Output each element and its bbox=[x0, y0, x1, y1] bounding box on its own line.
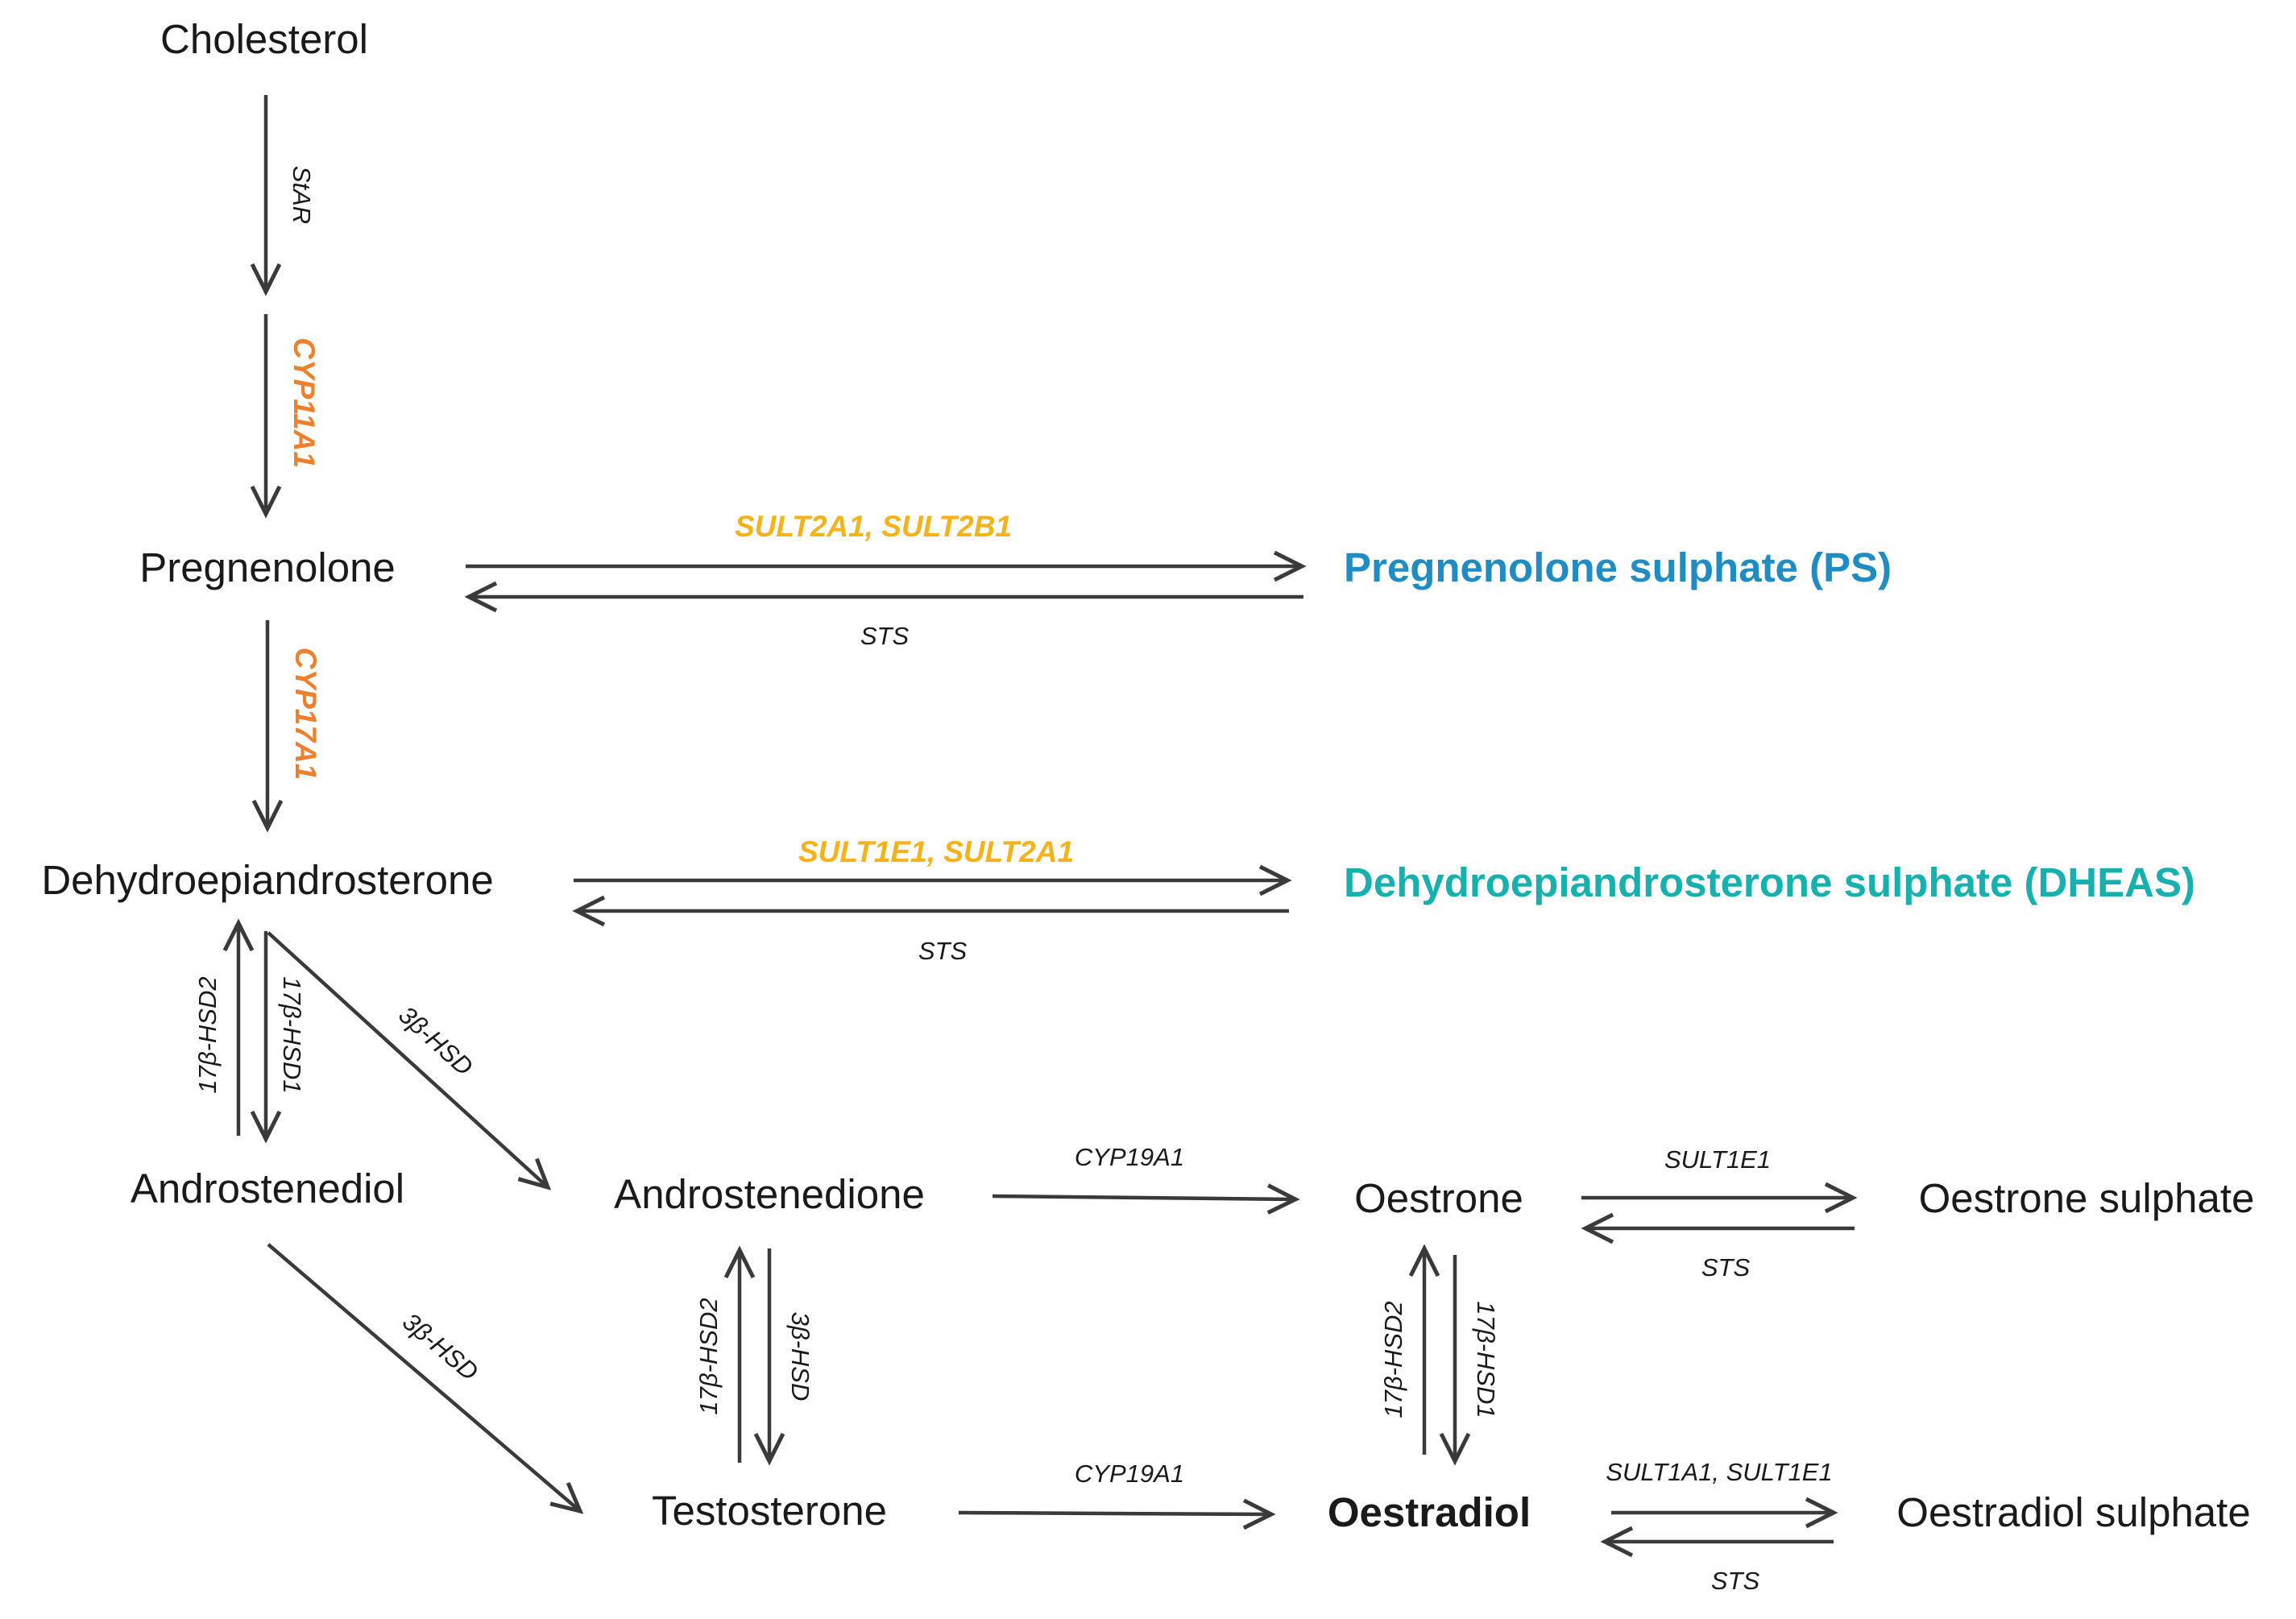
enzyme-cyp19a1-top: CYP19A1 bbox=[1075, 1143, 1184, 1171]
arrow-androstenedione-oestrone bbox=[992, 1183, 1300, 1215]
node-oestradiol-sulphate: Oestradiol sulphate bbox=[1896, 1489, 2250, 1535]
enzyme-3b-hsd-androstenedione: 3β-HSD bbox=[786, 1312, 814, 1402]
enzyme-sult-pregnenolone: SULT2A1, SULT2B1 bbox=[735, 510, 1012, 543]
node-oestradiol: Oestradiol bbox=[1328, 1489, 1531, 1535]
arrow-androstenediol-testosterone bbox=[267, 1243, 584, 1514]
node-oestrone: Oestrone bbox=[1354, 1175, 1523, 1221]
node-androstenedione: Androstenedione bbox=[614, 1171, 925, 1217]
enzyme-cyp11a1: CYP11A1 bbox=[288, 337, 321, 468]
node-pregnenolone: Pregnenolone bbox=[139, 544, 396, 590]
enzyme-sts-dhea: STS bbox=[918, 937, 968, 965]
arrow-testosterone-oestradiol bbox=[958, 1498, 1276, 1530]
enzyme-star: StAR bbox=[288, 166, 316, 224]
enzyme-17b-hsd2-dhea: 17β-HSD2 bbox=[193, 976, 222, 1093]
node-oestrone-sulphate: Oestrone sulphate bbox=[1919, 1175, 2255, 1221]
enzyme-sts-oestrone: STS bbox=[1701, 1253, 1751, 1282]
enzyme-17b-hsd2-androstenedione: 17β-HSD2 bbox=[694, 1298, 723, 1414]
node-androstenediol: Androstenediol bbox=[131, 1166, 404, 1211]
enzyme-sts-oestradiol: STS bbox=[1711, 1567, 1760, 1595]
node-dhea: Dehydroepiandrosterone bbox=[41, 857, 493, 903]
node-cholesterol: Cholesterol bbox=[160, 16, 368, 62]
enzyme-3b-hsd-androstenediol: 3β-HSD bbox=[397, 1307, 483, 1386]
enzyme-17b-hsd1-oestrone: 17β-HSD1 bbox=[1472, 1301, 1500, 1418]
node-dheas: Dehydroepiandrosterone sulphate (DHEAS) bbox=[1344, 859, 2195, 905]
enzyme-sult-dhea: SULT1E1, SULT2A1 bbox=[798, 835, 1074, 868]
enzyme-cyp19a1-bottom: CYP19A1 bbox=[1075, 1460, 1184, 1488]
enzyme-sult1e1-oestrone: SULT1E1 bbox=[1664, 1145, 1771, 1174]
enzyme-cyp17a1: CYP17A1 bbox=[289, 648, 322, 781]
node-pregnenolone-sulphate: Pregnenolone sulphate (PS) bbox=[1344, 544, 1892, 590]
enzyme-17b-hsd2-oestrone: 17β-HSD2 bbox=[1379, 1301, 1407, 1418]
arrow-dhea-androstenedione bbox=[267, 931, 552, 1190]
enzyme-3b-hsd-dhea: 3β-HSD bbox=[393, 1000, 479, 1081]
enzyme-sts-pregnenolone: STS bbox=[860, 622, 910, 650]
enzyme-17b-hsd1-dhea: 17β-HSD1 bbox=[278, 976, 306, 1093]
node-testosterone: Testosterone bbox=[652, 1488, 887, 1534]
enzyme-sult-oestradiol: SULT1A1, SULT1E1 bbox=[1606, 1458, 1832, 1486]
